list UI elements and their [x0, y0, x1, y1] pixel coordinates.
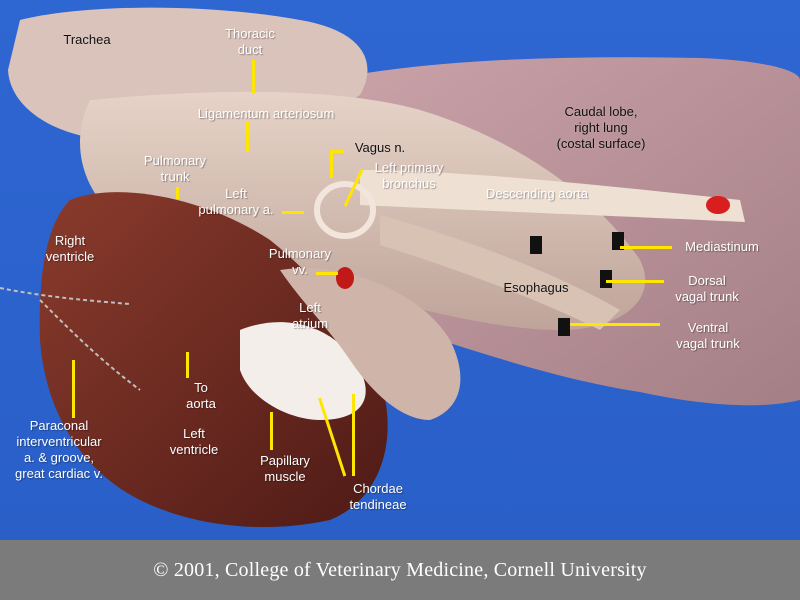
descending-aorta-shape — [360, 170, 745, 222]
label-left-ventricle: Left ventricle — [169, 426, 219, 457]
bronchus-ring — [314, 181, 376, 239]
clip — [558, 318, 570, 336]
leader-dorsal-vagal — [606, 280, 664, 283]
label-left-pulmonary-a: Left pulmonary a. — [198, 186, 274, 217]
label-trachea: Trachea — [63, 32, 111, 47]
label-to-aorta: To aorta — [186, 380, 216, 411]
left-atrium-shape — [280, 268, 461, 420]
leader-vagus-b — [330, 150, 333, 178]
label-ligamentum-arteriosum: Ligamentum arteriosum — [197, 106, 335, 121]
label-ventral-vagal-trunk: Ventral vagal trunk — [676, 320, 740, 351]
chain — [0, 287, 141, 391]
label-mediastinum: Mediastinum — [685, 239, 759, 254]
clip — [530, 236, 542, 254]
label-vagus-n: Vagus n. — [354, 140, 406, 155]
leader-thoracic-duct — [252, 60, 255, 94]
leader-chordae-b — [352, 394, 355, 476]
label-left-atrium: Left atrium — [291, 300, 329, 331]
leader-left-pulmonary-a — [282, 211, 304, 214]
ventricle-interior — [240, 322, 366, 420]
leader-to-aorta — [186, 352, 189, 378]
vessel-spot — [706, 196, 730, 214]
clip — [612, 232, 624, 250]
label-esophagus: Esophagus — [503, 280, 569, 295]
label-papillary-muscle: Papillary muscle — [260, 453, 310, 484]
label-descending-aorta: Descending aorta — [486, 186, 588, 201]
copyright-footer: © 2001, College of Veterinary Medicine, … — [0, 540, 800, 600]
label-chordae-tendineae: Chordae tendineae — [349, 481, 407, 512]
leader-pulmonary-trunk — [176, 187, 179, 199]
esophagus-shape — [380, 215, 620, 330]
label-paraconal: Paraconal interventricular a. & groove, … — [15, 418, 103, 481]
label-thoracic-duct: Thoracic duct — [225, 26, 275, 57]
label-right-ventricle: Right ventricle — [45, 233, 95, 264]
leader-paraconal — [72, 360, 75, 418]
label-pulmonary-trunk: Pulmonary trunk — [143, 153, 207, 184]
specimen-illustration — [0, 7, 800, 528]
clip — [600, 270, 612, 288]
leader-ligamentum — [246, 122, 249, 152]
label-caudal-lobe: Caudal lobe, right lung (costal surface) — [556, 104, 646, 151]
label-left-primary-bronchus: Left primary bronchus — [374, 160, 444, 191]
leader-mediastinum — [620, 246, 672, 249]
leader-pulmonary-vv — [316, 272, 338, 275]
label-dorsal-vagal-trunk: Dorsal vagal trunk — [675, 273, 739, 304]
label-pulmonary-vv: Pulmonary vv. — [268, 246, 332, 277]
leader-ventral-vagal — [570, 323, 660, 326]
leader-papillary-muscle — [270, 412, 273, 450]
vessel-spot — [336, 267, 354, 289]
copyright-text: © 2001, College of Veterinary Medicine, … — [153, 558, 647, 581]
specimen-photo: Trachea Thoracic duct Ligamentum arterio… — [0, 0, 800, 540]
leader-vagus-a — [332, 150, 344, 153]
